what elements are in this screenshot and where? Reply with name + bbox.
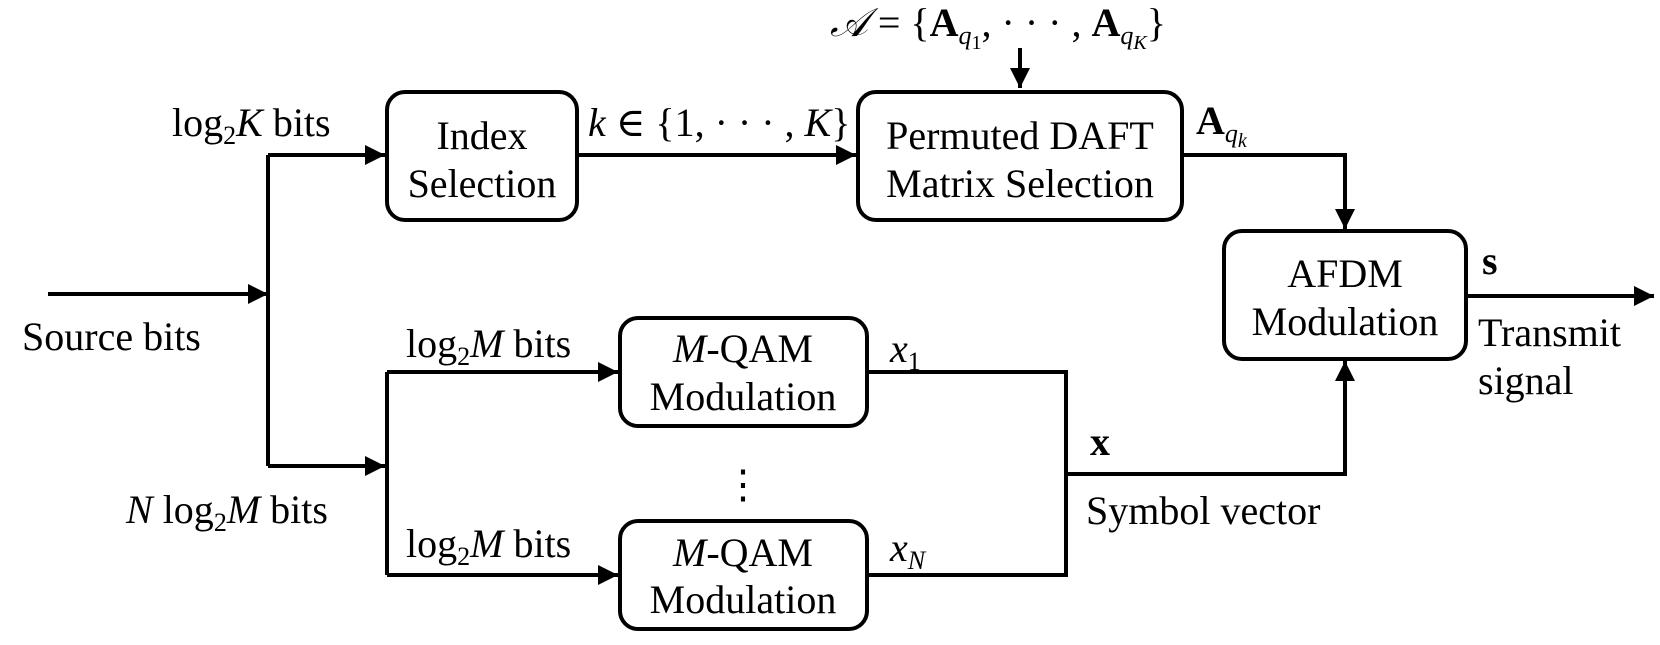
index-selection-line2: Selection xyxy=(408,161,557,206)
symbol-vector-label: Symbol vector xyxy=(1086,488,1320,533)
permuted-daft-line1: Permuted DAFT xyxy=(886,113,1154,158)
vertical-ellipsis: ⋮ xyxy=(723,462,763,507)
permuted-daft-line2: Matrix Selection xyxy=(886,161,1154,206)
qam-top-line1: M-QAM xyxy=(672,326,813,371)
afdm-line2: Modulation xyxy=(1252,299,1439,344)
alphabet-set-label: 𝒜 = {Aq1, · · · , AqK} xyxy=(830,0,1166,54)
wire-daft-to-afdm xyxy=(1182,153,1355,229)
x-vector-label: x xyxy=(1090,419,1110,464)
index-set-label: k ∈ {1, · · · , K} xyxy=(588,100,850,145)
wire-symbol-vector-to-afdm xyxy=(1066,361,1355,476)
log2m-bits-top-label: log2M bits xyxy=(406,321,571,371)
nlog2m-bits-label: N log2M bits xyxy=(125,487,328,537)
afdm-line1: AFDM xyxy=(1287,251,1403,296)
log2m-bits-bottom-label: log2M bits xyxy=(406,521,571,571)
qam-bottom-line1: M-QAM xyxy=(672,530,813,575)
connection-wires xyxy=(48,48,1654,585)
block-qam-bottom: M-QAM Modulation xyxy=(618,519,869,631)
source-bits-label: Source bits xyxy=(22,314,201,359)
x1-label: x1 xyxy=(889,326,921,376)
block-index-selection: Index Selection xyxy=(385,90,579,222)
qam-bottom-line2: Modulation xyxy=(650,577,837,622)
a-qk-label: Aqk xyxy=(1196,98,1248,152)
block-afdm-modulation: AFDM Modulation xyxy=(1222,229,1468,361)
block-qam-top: M-QAM Modulation xyxy=(618,316,869,428)
block-permuted-daft: Permuted DAFT Matrix Selection xyxy=(856,90,1184,222)
index-selection-line1: Index xyxy=(436,113,527,158)
xN-label: xN xyxy=(889,525,927,575)
transmit-label-line2: signal xyxy=(1478,358,1574,403)
s-vector-label: s xyxy=(1482,238,1498,283)
log2k-bits-label: log2K bits xyxy=(172,100,331,150)
qam-top-line2: Modulation xyxy=(650,374,837,419)
transmit-label-line1: Transmit xyxy=(1478,310,1621,355)
